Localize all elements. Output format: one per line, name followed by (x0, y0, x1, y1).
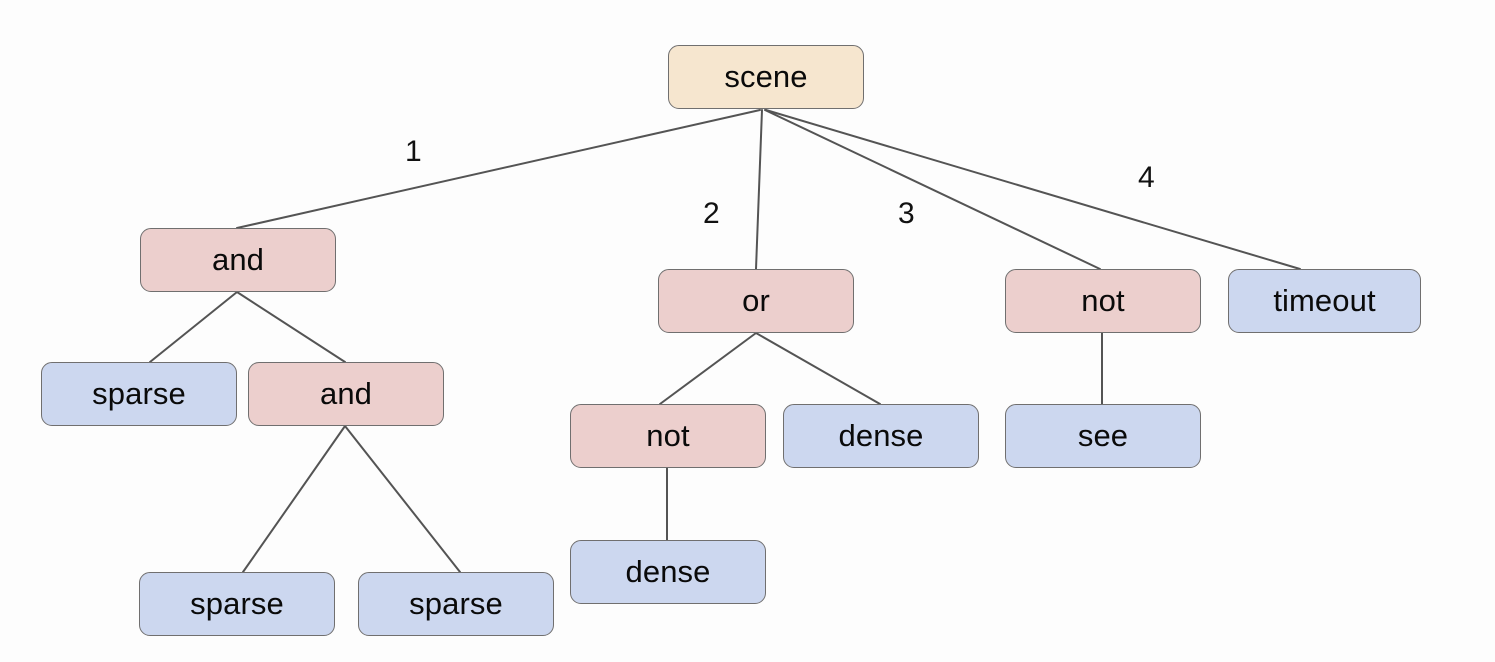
tree-node-sparse3[interactable]: sparse (358, 572, 554, 636)
tree-node-label: sparse (92, 375, 186, 411)
tree-node-scene[interactable]: scene (668, 45, 864, 109)
tree-node-not1[interactable]: not (570, 404, 766, 468)
tree-node-see1[interactable]: see (1005, 404, 1201, 468)
tree-edge-scene-to-timeout1 (765, 109, 1301, 270)
tree-node-label: and (211, 241, 265, 277)
edge-label-3: 3 (898, 197, 915, 230)
tree-node-label: see (1077, 417, 1129, 453)
tree-node-label: sparse (190, 585, 284, 621)
tree-edge-or1-to-dense1 (755, 332, 881, 405)
tree-node-sparse2[interactable]: sparse (139, 572, 335, 636)
tree-node-not2[interactable]: not (1005, 269, 1201, 333)
tree-node-label: sparse (409, 585, 503, 621)
tree-edge-and1-to-sparse1 (149, 291, 238, 363)
tree-edge-and1-to-and2 (236, 291, 346, 363)
tree-edge-scene-to-not2 (764, 109, 1101, 270)
tree-edge-scene-to-and1 (236, 109, 761, 229)
tree-edge-and2-to-sparse3 (344, 425, 461, 573)
tree-node-sparse1[interactable]: sparse (41, 362, 237, 426)
tree-node-label: and (319, 375, 373, 411)
tree-edge-and2-to-sparse2 (242, 425, 346, 573)
tree-node-dense2[interactable]: dense (570, 540, 766, 604)
edge-label-1: 1 (405, 135, 422, 168)
tree-node-label: dense (838, 417, 924, 453)
edge-label-2: 2 (703, 197, 720, 230)
tree-node-label: not (1081, 282, 1125, 318)
tree-edge-scene-to-or1 (755, 109, 763, 270)
tree-edge-or1-to-not1 (659, 332, 757, 405)
tree-node-or1[interactable]: or (658, 269, 854, 333)
tree-node-timeout1[interactable]: timeout (1228, 269, 1421, 333)
edge-label-4: 4 (1138, 161, 1155, 194)
tree-node-label: scene (724, 58, 808, 94)
tree-node-label: dense (625, 553, 711, 589)
tree-node-label: timeout (1273, 282, 1376, 318)
tree-node-dense1[interactable]: dense (783, 404, 979, 468)
tree-node-and2[interactable]: and (248, 362, 444, 426)
tree-node-label: not (646, 417, 690, 453)
tree-node-label: or (742, 282, 770, 318)
tree-node-and1[interactable]: and (140, 228, 336, 292)
